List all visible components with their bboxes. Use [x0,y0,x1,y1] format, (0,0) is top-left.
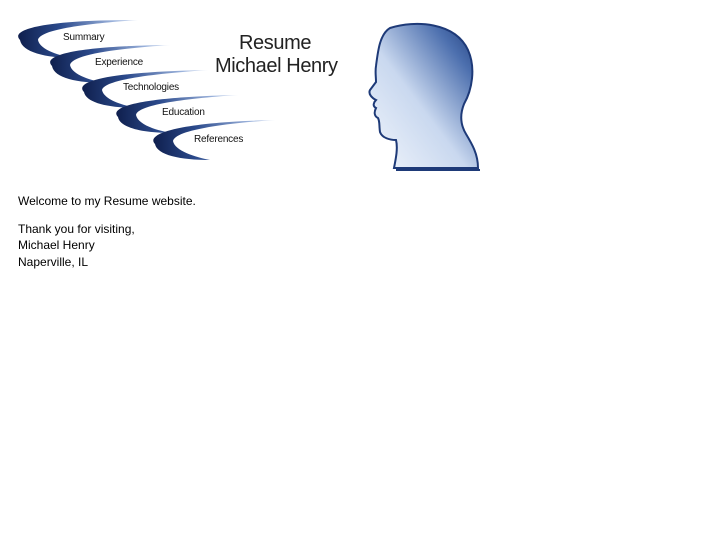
nav-experience-link[interactable]: Experience [95,57,144,68]
author-name: Michael Henry [18,238,95,252]
nav-education-link[interactable]: Education [162,107,205,118]
nav-swooshes [18,20,275,160]
head-silhouette-icon [368,22,480,171]
page-title-resume: Resume [239,32,312,54]
page-title-name: Michael Henry [215,55,338,77]
page-header: Summary Experience Technologies Educatio… [0,0,727,185]
welcome-text: Welcome to my Resume website. [18,194,196,208]
author-location: Naperville, IL [18,254,89,269]
nav-summary-link[interactable]: Summary [63,32,105,43]
main-content: Welcome to my Resume website. Thank you … [18,193,196,270]
swoosh-education [116,95,238,133]
swoosh-technologies [82,70,208,108]
nav-technologies-link[interactable]: Technologies [123,82,179,93]
closing-text: Thank you for visiting, [18,221,135,236]
swoosh-references [153,120,275,160]
nav-references-link[interactable]: References [194,134,244,145]
swoosh-summary [18,20,138,58]
swoosh-experience [50,45,170,83]
